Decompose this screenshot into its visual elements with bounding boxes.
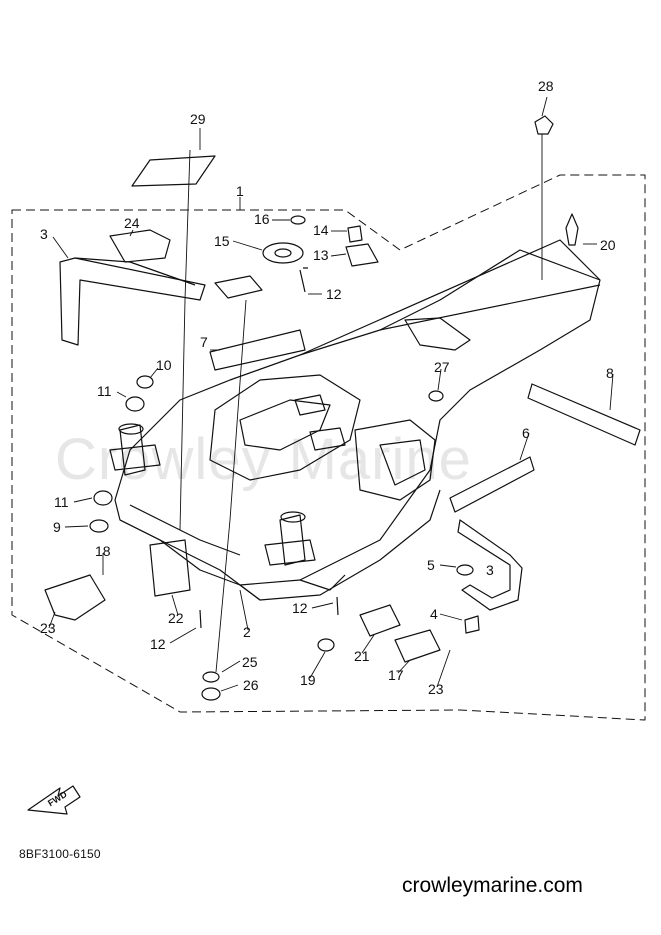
callout-4: 4	[430, 606, 438, 622]
callout-3-right: 3	[486, 562, 494, 578]
callout-15: 15	[214, 233, 230, 249]
bracket-8	[527, 383, 641, 446]
boot-18	[44, 574, 106, 621]
bracket-13	[345, 243, 379, 267]
callout-2: 2	[243, 624, 251, 640]
bracket-24	[109, 229, 171, 263]
callout-27: 27	[434, 359, 450, 375]
callout-5: 5	[427, 557, 435, 573]
callout-11-top: 11	[97, 383, 112, 399]
callout-11-bottom: 11	[54, 494, 69, 510]
plate-15	[262, 242, 304, 264]
callout-21: 21	[354, 648, 370, 664]
part-code: 8BF3100-6150	[19, 847, 101, 861]
fwd-label: FWD	[46, 789, 69, 809]
callout-6: 6	[522, 425, 530, 441]
callout-18: 18	[95, 543, 111, 559]
site-url: crowleymarine.com	[402, 874, 583, 897]
callout-24: 24	[124, 215, 140, 231]
callout-3-left: 3	[40, 226, 48, 242]
engine-mounts	[109, 423, 316, 566]
callout-16: 16	[254, 211, 270, 227]
callout-9: 9	[53, 519, 61, 535]
callout-13: 13	[313, 247, 329, 263]
callout-25: 25	[242, 654, 258, 670]
callout-23-left: 23	[40, 620, 56, 636]
callout-12-top: 12	[326, 286, 342, 302]
assembly-boundary	[11, 174, 646, 721]
callout-labels: 29 28 1 3 24 16 14 15 13 20 12 7 10 11 2…	[40, 78, 616, 808]
callout-12-mid: 12	[292, 600, 308, 616]
callout-23-right: 23	[428, 681, 444, 697]
callout-14: 14	[313, 222, 329, 238]
callout-20: 20	[600, 237, 616, 253]
bracket-3-left	[59, 257, 206, 346]
callout-10: 10	[156, 357, 172, 373]
callout-8: 8	[606, 365, 614, 381]
callout-22: 22	[168, 610, 184, 626]
callout-26: 26	[243, 677, 259, 693]
bar-6	[449, 456, 535, 513]
callout-12-left: 12	[150, 636, 166, 652]
pad-29	[131, 155, 216, 187]
frame-assembly	[114, 239, 601, 601]
plate-21	[359, 604, 401, 637]
bracket-3-right	[457, 519, 523, 611]
callout-7: 7	[200, 334, 208, 350]
callout-19: 19	[300, 672, 316, 688]
fwd-arrow-icon	[27, 785, 81, 815]
plate-17	[394, 629, 441, 663]
callout-1: 1	[236, 183, 244, 199]
callout-17: 17	[388, 667, 404, 683]
callout-28: 28	[538, 78, 554, 94]
callout-29: 29	[190, 111, 206, 127]
